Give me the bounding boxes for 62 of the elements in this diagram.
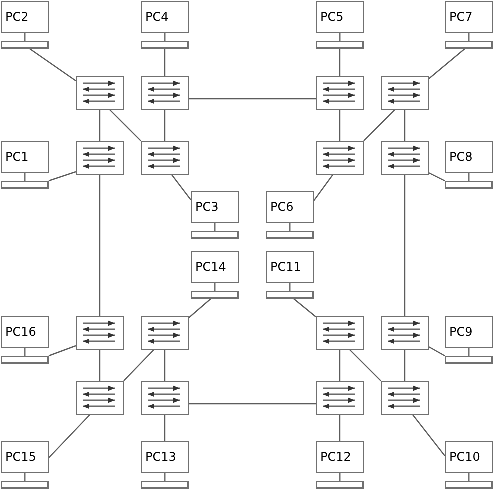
switch-box: [316, 316, 364, 350]
switch-box: [381, 141, 429, 175]
connector-line: [339, 415, 341, 441]
switch-box: [76, 76, 124, 110]
pc-label: PC6: [270, 200, 295, 214]
switch-box: [141, 141, 189, 175]
pc-label: PC15: [6, 450, 38, 464]
connector-line: [99, 350, 101, 381]
pc-label: PC11: [270, 260, 302, 274]
switch-box: [141, 316, 189, 350]
pc-label: PC1: [6, 150, 30, 164]
connector-line: [164, 49, 166, 76]
connector-line: [164, 110, 166, 141]
switch-box: [141, 76, 189, 110]
connector-line: [412, 414, 446, 456]
switch-box: [381, 316, 429, 350]
connector-line: [124, 350, 154, 382]
connector-line: [404, 175, 406, 316]
connector-line: [364, 110, 396, 142]
switch-box: [316, 381, 364, 415]
pc-label: PC9: [450, 325, 474, 339]
connector-line: [404, 350, 406, 381]
connector-line: [339, 49, 341, 76]
connector-line: [428, 172, 446, 182]
pc-label: PC5: [320, 10, 345, 24]
pc-label: PC2: [6, 10, 30, 24]
connector-line: [164, 415, 166, 441]
switch-box: [76, 316, 124, 350]
pc-label: PC14: [196, 260, 228, 274]
switch-box: [141, 381, 189, 415]
connector-line: [189, 403, 316, 405]
pc-label: PC3: [196, 200, 220, 214]
connector-line: [314, 174, 334, 202]
connector-line: [172, 174, 192, 200]
connector-line: [99, 175, 101, 316]
connector-line: [188, 298, 212, 318]
connector-line: [350, 350, 382, 382]
connector-line: [99, 110, 101, 141]
connector-line: [404, 110, 406, 141]
connector-line: [110, 110, 142, 142]
switch-box: [76, 141, 124, 175]
switch-box: [316, 76, 364, 110]
switch-box: [76, 381, 124, 415]
connector-line: [164, 350, 166, 381]
switch-box: [316, 141, 364, 175]
connector-line: [339, 350, 341, 381]
connector-line: [48, 414, 90, 458]
switch-box: [381, 381, 429, 415]
connector-line: [294, 298, 316, 318]
switch-box: [381, 76, 429, 110]
pc-label: PC16: [6, 325, 38, 339]
pc-label: PC10: [450, 450, 482, 464]
connector-line: [428, 346, 446, 357]
connector-line: [339, 110, 341, 141]
pc-label: PC7: [450, 10, 474, 24]
pc-label: PC12: [320, 450, 352, 464]
connector-line: [189, 98, 316, 100]
pc-label: PC13: [146, 450, 178, 464]
pc-label: PC4: [146, 10, 170, 24]
connector-line: [30, 48, 76, 82]
pc-label: PC8: [450, 150, 474, 164]
connector-line: [428, 48, 466, 80]
